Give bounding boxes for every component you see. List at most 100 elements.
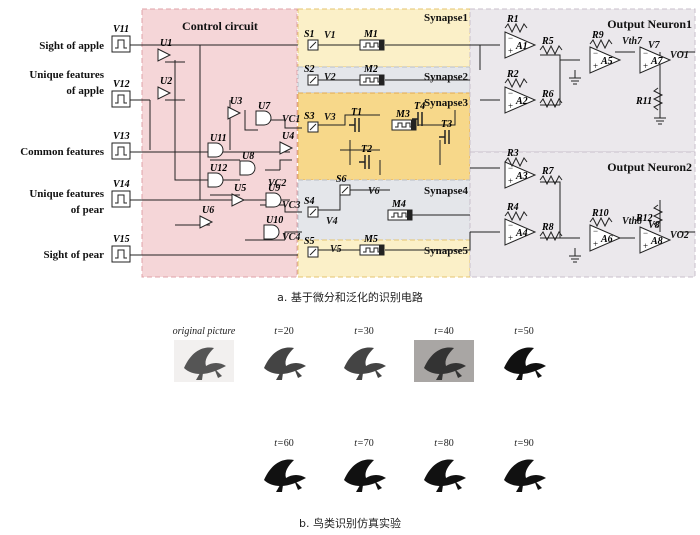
memristor-label: M4 [391,199,406,210]
switch-label: S5 [304,236,315,247]
gate-u4: U4 [279,131,294,155]
label-v5: V5 [330,244,342,255]
gate-u10: U10 [263,215,283,240]
time-label-value: 30 [363,326,374,337]
opamp-a8: −+A8 [639,226,672,254]
opamp-a3: −+A3 [504,161,537,189]
gate-label: U3 [230,96,242,107]
label-vth8: Vth8 [622,216,642,227]
minus-sign: − [643,228,648,238]
transistor-t1: T1 [349,107,362,132]
time-label-prefix: t= [274,326,284,337]
op-amps: −+A1−+A2−+A3−+A4−+A5−+A6−+A7−+A8 [504,31,672,254]
resistor-label: R8 [541,222,554,233]
time-label-prefix: t= [354,438,364,449]
source-label: V15 [113,234,130,245]
time-label-value: 50 [523,326,534,337]
plus-sign: + [508,233,513,243]
memristor-m3: M3 [391,109,417,131]
transistor-label: T3 [441,119,452,130]
resistor-r5: R5 [539,36,563,56]
resistor-label: R1 [506,14,519,25]
minus-sign: − [508,33,513,43]
gate-label: U4 [282,131,294,142]
time-label-prefix: t= [274,438,284,449]
gate-label: U8 [242,151,254,162]
memristor-label: M2 [363,64,378,75]
label-v3: V3 [324,112,336,123]
synapse2-label: Synapse2 [424,71,469,83]
opamp-a5: −+A5 [589,46,622,74]
input-label-sight-pear: Sight of pear [44,249,105,261]
input-label-common: Common features [20,146,105,158]
time-label: t=90 [484,438,564,449]
opamp-a2: −+A2 [504,86,537,114]
gate-label: U10 [266,215,283,226]
label-vc1: VC1 [282,114,300,125]
time-label: t=20 [244,326,324,337]
synapse3-label: Synapse3 [424,97,469,109]
time-label-value: 80 [443,438,454,449]
bird-image [334,340,394,382]
opamp-label: A4 [515,228,528,239]
input-label-sight-apple: Sight of apple [39,40,104,52]
label-v6: V6 [368,186,380,197]
plus-sign: + [643,61,648,71]
gate-u11: U11 [207,133,227,158]
switch-label: S4 [304,196,315,207]
label-v7: V7 [648,40,661,51]
resistor-r8: R8 [539,222,563,242]
input-label-unique-apple-2: of apple [66,85,104,97]
resistor-r12: R12 [635,204,664,228]
plus-sign: + [508,46,513,56]
label-v4: V4 [326,216,338,227]
resistor-r10: R10 [589,208,613,228]
component-labels: V1V2V3V4V5V6V7V8VC1VC2VC3VC4Vth7Vth8VO1V… [268,30,689,255]
synapse5-label: Synapse5 [424,245,469,257]
gate-label: U5 [234,183,246,194]
minus-sign: − [593,226,598,236]
gate-u3: U3 [227,96,242,120]
bird-image [414,452,474,494]
resistor-label: R6 [541,89,554,100]
gate-u9: U9 [265,183,282,208]
bird-image [254,452,314,494]
resistor-r6: R6 [539,89,563,109]
source-label: V13 [113,131,130,142]
gate-u1: U1 [157,38,172,62]
gate-label: U6 [202,205,214,216]
transistor-label: T2 [361,144,372,155]
resistor-r7: R7 [539,166,563,186]
source-label: V12 [113,79,130,90]
minus-sign: − [508,163,513,173]
label-vo2: VO2 [670,230,689,241]
output-neuron2-label: Output Neuron2 [607,160,692,174]
opamp-label: A5 [600,56,613,67]
output-neuron1-label: Output Neuron1 [607,17,692,31]
gate-label: U9 [268,183,280,194]
resistor-label: R7 [541,166,555,177]
time-label: t=40 [404,326,484,337]
gate-label: U7 [258,101,271,112]
gate-u5: U5 [231,183,246,207]
memristor-m1: M1 [359,29,385,51]
pulse-source-v14: V14 [111,179,131,208]
resistor-label: R11 [635,96,652,107]
minus-sign: − [643,48,648,58]
transistor-t4: T4 [412,101,425,126]
memristor-label: M3 [395,109,410,120]
time-label-value: 40 [443,326,454,337]
recognition-circuit-diagram: Control circuit Synapse1 Synapse2 Synaps… [20,8,696,278]
gate-u2: U2 [157,76,172,100]
resistor-label: R5 [541,36,554,47]
gate-u8: U8 [239,151,256,176]
time-label: t=60 [244,438,324,449]
resistor-r9: R9 [589,30,613,50]
opamp-a7: −+A7 [639,46,672,74]
resistor-r3: R3 [504,148,528,168]
input-label-unique-pear-1: Unique features [29,188,104,200]
switch-s4: S4 [304,196,319,218]
